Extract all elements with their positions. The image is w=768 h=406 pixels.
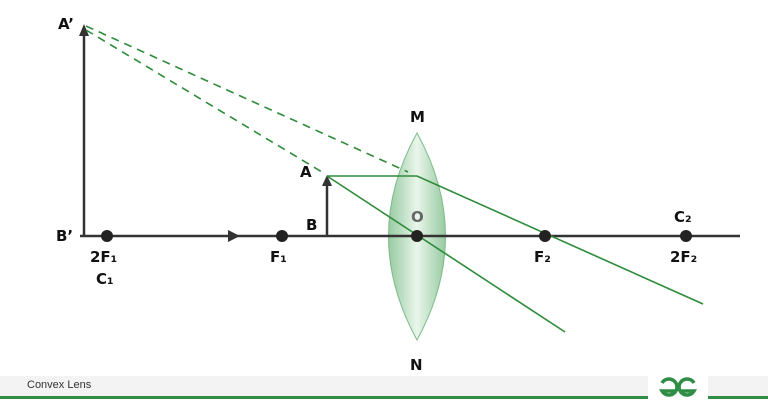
central-ray (326, 175, 566, 333)
label-o: O (411, 208, 424, 226)
label-b-prime: B’ (56, 227, 73, 245)
footer-title: Convex Lens (27, 379, 92, 391)
label-c2: C₂ (674, 208, 692, 226)
point-o (411, 230, 423, 242)
label-f2: F₂ (534, 248, 551, 266)
label-a: A (300, 163, 312, 181)
point-2f1 (101, 230, 113, 242)
label-b: B (306, 216, 317, 234)
virtual-ray-2 (85, 29, 323, 173)
virtual-ray-1 (85, 25, 409, 173)
label-a-prime: A’ (58, 15, 74, 33)
label-2f2: 2F₂ (670, 248, 697, 266)
label-n: N (410, 356, 423, 374)
object-arrowhead-icon (322, 175, 332, 186)
label-c1: C₁ (96, 270, 114, 288)
point-f2 (539, 230, 551, 242)
label-2f1: 2F₁ (90, 248, 117, 266)
footer-bar: Convex Lens (0, 376, 768, 399)
label-m: M (410, 108, 425, 126)
point-2f2 (680, 230, 692, 242)
label-f1: F₁ (270, 248, 287, 266)
image-arrowhead-icon (79, 24, 89, 36)
parallel-ray (327, 175, 704, 305)
axis-arrow-icon (228, 230, 240, 242)
point-f1 (276, 230, 288, 242)
